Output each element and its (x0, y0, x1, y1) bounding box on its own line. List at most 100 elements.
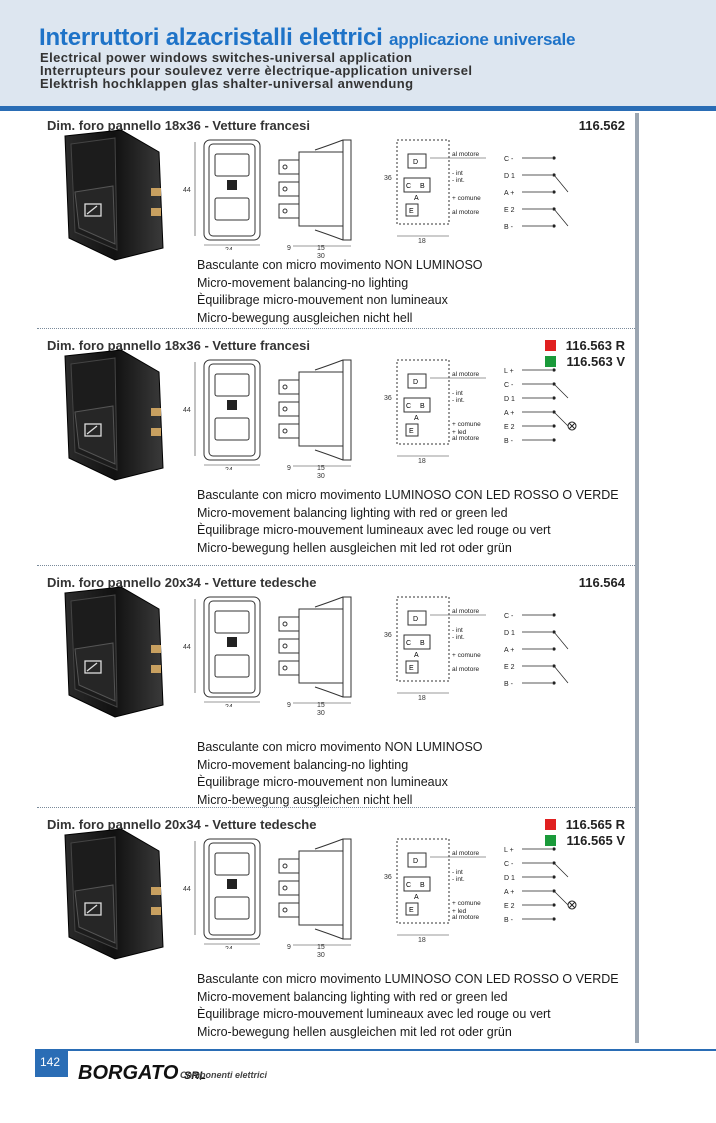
description-line: Basculante con micro movimento LUMINOSO … (197, 972, 619, 986)
product-section: Dim. foro pannello 20x34 - Vetture tedes… (37, 817, 635, 1039)
product-description: Basculante con micro movimento LUMINOSO … (197, 971, 619, 1041)
al-motore-label: al motore (452, 666, 479, 673)
right-margin-rule (635, 113, 639, 1043)
description-line: Micro-bewegung ausgleichen nicht hell (197, 792, 413, 807)
dim-30-label: 30 (317, 253, 325, 260)
svg-text:B: B (420, 882, 425, 889)
dim-44-label: 44 (183, 407, 191, 414)
switch-photo (64, 129, 164, 261)
dim-30-label: 30 (317, 952, 325, 959)
description-line: Micro-movement balancing-no lighting (197, 757, 409, 772)
header-divider (0, 106, 716, 111)
product-code-text: 116.563 R (565, 338, 625, 353)
al-motore-label: al motore (452, 914, 479, 921)
product-code: 116.563 V (545, 354, 625, 369)
description-line: Èquilibrage micro-mouvement non lumineau… (197, 293, 448, 307)
svg-text:E: E (409, 208, 414, 215)
wiring-diagram: L +C -D 1A +E 2B - (504, 368, 577, 445)
description-line: Micro-bewegung hellen ausgleichen mit le… (197, 1024, 512, 1039)
dim-9-label: 9 (287, 245, 291, 252)
svg-text:C: C (406, 183, 411, 190)
panel-hole-dimension-title: Dim. foro pannello 18x36 - Vetture franc… (47, 118, 310, 133)
product-description: Basculante con micro movimento LUMINOSO … (197, 487, 619, 557)
side-view-drawing: 9 15 30 (278, 838, 352, 959)
al-motore-label: al motore (452, 371, 479, 378)
product-description: Basculante con micro movimento NON LUMIN… (197, 739, 483, 809)
dim-18-label: 18 (418, 238, 426, 245)
svg-text:B: B (420, 183, 425, 190)
wiring-terminal-label: A + (504, 647, 514, 654)
int-label: - int (452, 869, 463, 876)
side-view-drawing: 9 15 30 (278, 139, 352, 260)
wiring-terminal-label: C - (504, 156, 514, 163)
description-line: Èquilibrage micro-mouvement lumineaux av… (197, 523, 551, 537)
product-code: 116.562 (579, 118, 625, 133)
dim-44-label: 44 (183, 644, 191, 651)
wiring-terminal-label: D 1 (504, 630, 515, 637)
dim-15-label: 15 (317, 944, 325, 951)
svg-text:D: D (413, 858, 418, 865)
svg-text:A: A (414, 195, 419, 202)
dim-36-label: 36 (384, 632, 392, 639)
al-motore-label: al motore (452, 850, 479, 857)
product-code: 116.565 V (545, 833, 625, 848)
side-view-drawing: 9 15 30 (278, 596, 352, 717)
svg-text:A: A (414, 894, 419, 901)
description-line: Èquilibrage micro-mouvement lumineaux av… (197, 1007, 551, 1021)
panel-hole-dimension-title: Dim. foro pannello 20x34 - Vetture tedes… (47, 817, 317, 832)
title-german: Elektrish hochklappen glas shalter-unive… (40, 76, 414, 91)
wiring-diagram: L +C -D 1A +E 2B - (504, 847, 577, 924)
panel-hole-dimension-title: Dim. foro pannello 20x34 - Vetture tedes… (47, 575, 317, 590)
switch-photo (64, 828, 164, 960)
al-motore-label: al motore (452, 435, 479, 442)
dim-15-label: 15 (317, 245, 325, 252)
svg-text:A: A (414, 652, 419, 659)
wiring-diagram: C - D 1 A + E 2 B - (504, 613, 569, 688)
page-number-box (35, 1049, 68, 1077)
brand-tagline: Componenti elettrici (180, 1070, 268, 1080)
description-line: Micro-movement balancing lighting with r… (197, 505, 508, 520)
front-view-drawing: 44 24 (183, 359, 261, 474)
dim-15-label: 15 (317, 465, 325, 472)
front-view-drawing: 44 24 (183, 596, 261, 711)
dim-18-label: 18 (418, 937, 426, 944)
wiring-terminal-label: A + (504, 190, 514, 197)
product-code-text: 116.565 R (565, 817, 625, 832)
page-number: 142 (40, 1055, 61, 1069)
dim-36-label: 36 (384, 874, 392, 881)
side-view-drawing: 9 15 30 (278, 359, 352, 480)
al-motore-label: al motore (452, 151, 479, 158)
page-title: Interruttori alzacristalli elettrici app… (39, 24, 576, 51)
wiring-terminal-label: D 1 (504, 396, 515, 403)
wiring-terminal-label: E 2 (504, 664, 515, 671)
product-code-text: 116.565 V (566, 833, 625, 848)
title-french: Interrupteurs pour soulevez verre èlectr… (40, 63, 473, 78)
dim-9-label: 9 (287, 465, 291, 472)
wiring-terminal-label: A + (504, 410, 514, 417)
int-dot-label: - int. (452, 634, 465, 641)
description-line: Micro-movement balancing lighting with r… (197, 989, 508, 1004)
svg-text:E: E (409, 665, 414, 672)
section-divider (37, 807, 635, 808)
switch-photo (64, 586, 164, 718)
product-code-text: 116.562 (578, 118, 625, 133)
wiring-terminal-label: L + (504, 368, 514, 375)
int-label: - int (452, 627, 463, 634)
brand-logo: BORGATO SRL (78, 1062, 206, 1084)
description-line: Èquilibrage micro-mouvement non lumineau… (197, 775, 448, 789)
comune-label: + comune (452, 195, 481, 202)
dim-15-label: 15 (317, 702, 325, 709)
led-color-swatch (544, 819, 556, 830)
svg-text:C: C (406, 640, 411, 647)
svg-text:D: D (413, 616, 418, 623)
wiring-terminal-label: B - (504, 681, 514, 688)
dim-30-label: 30 (317, 710, 325, 717)
wiring-terminal-label: B - (504, 224, 514, 231)
product-code: 116.563 R (544, 338, 625, 353)
wiring-terminal-label: C - (504, 613, 514, 620)
product-section: Dim. foro pannello 18x36 - Vetture franc… (37, 338, 635, 555)
dim-9-label: 9 (287, 702, 291, 709)
int-dot-label: - int. (452, 876, 465, 883)
int-dot-label: - int. (452, 397, 465, 404)
title-english: Electrical power windows switches-univer… (40, 50, 413, 65)
